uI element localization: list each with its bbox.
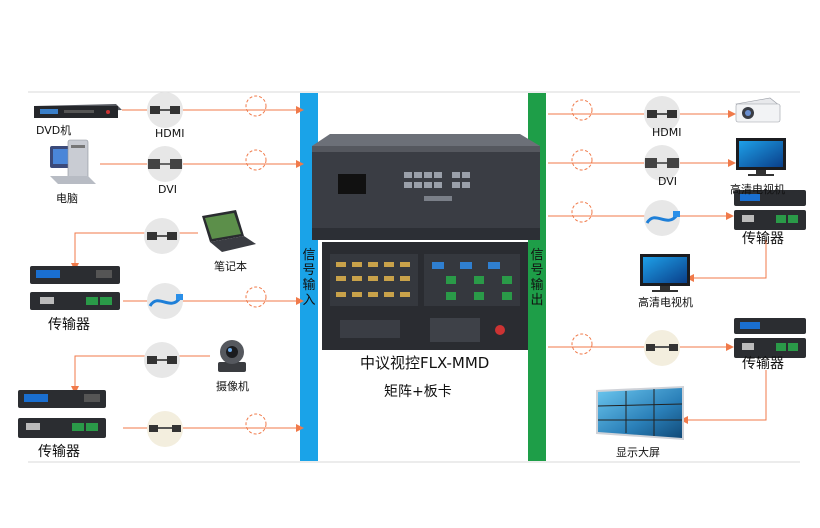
output-bar-label: 信号输出 [530,248,544,308]
hdmi-cable-icon [144,342,180,378]
coax-cable-icon [644,330,680,366]
hdtv-2-label: 高清电视机 [638,296,693,309]
hdmi-cable-icon [144,218,180,254]
dvd-player-icon [34,104,122,118]
hdmi-cable-icon [147,92,183,128]
camera-label: 摄像机 [216,380,249,393]
input-dashed-loops [245,95,267,435]
transmitter-icon [734,190,806,230]
video-wall-label: 显示大屏 [616,446,660,459]
output-hdmi-label: HDMI [652,126,682,139]
output-dvi-label: DVI [658,175,678,188]
dvi-cable-icon [644,145,680,181]
input-hdmi-label: HDMI [155,127,185,140]
hdmi-cable-icon [644,96,680,132]
video-wall-icon [596,386,684,440]
tv-icon [640,254,690,292]
dvd-player-label: DVD机 [36,124,72,137]
coax-cable-icon [147,411,183,447]
camera-icon [218,340,246,372]
output-dashed-loops [571,99,593,355]
pc-label: 电脑 [56,192,78,205]
laptop-icon [202,210,256,252]
tv-icon [736,138,786,176]
network-cable-icon [644,200,680,236]
output-signal-lines [548,110,767,424]
dvi-cable-icon [147,146,183,182]
matrix-switcher-icon [312,134,540,350]
output-transmitter-2-label: 传输器 [742,356,784,372]
hdtv-1-label: 高清电视机 [730,183,785,196]
matrix-name: 中议视控FLX-MMD [360,354,490,372]
transmitter-icon [18,390,106,438]
input-dvi-label: DVI [158,183,178,196]
network-cable-icon [147,283,183,319]
projector-icon [735,97,781,123]
matrix-subtitle: 矩阵+板卡 [384,384,452,400]
output-transmitter-1-label: 传输器 [742,231,784,247]
input-transmitter-2-label: 传输器 [38,444,80,460]
pc-icon [50,139,96,184]
input-transmitter-1-label: 传输器 [48,317,90,333]
laptop-label: 笔记本 [214,260,247,273]
transmitter-icon [734,318,806,358]
transmitter-icon [30,266,120,310]
input-bar-label: 信号输入 [302,248,316,308]
